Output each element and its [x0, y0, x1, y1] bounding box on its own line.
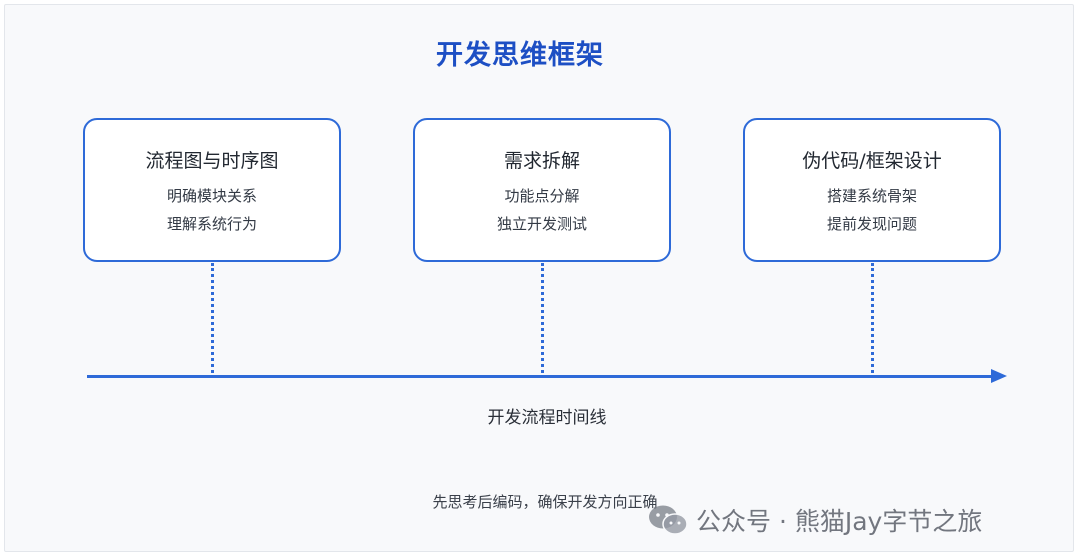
- stage-box-requirements: 需求拆解 功能点分解 独立开发测试: [413, 118, 671, 262]
- stage-box-pseudocode: 伪代码/框架设计 搭建系统骨架 提前发现问题: [743, 118, 1001, 262]
- connector-dashed-line: [541, 263, 544, 373]
- stage-detail: 功能点分解: [504, 187, 580, 205]
- connector-dashed-line: [211, 263, 214, 373]
- stage-heading: 需求拆解: [503, 150, 580, 172]
- stage-detail: 理解系统行为: [166, 215, 257, 233]
- timeline-arrowhead-icon: [991, 369, 1007, 383]
- stage-heading: 流程图与时序图: [145, 150, 279, 172]
- watermark-text: 公众号 · 熊猫Jay字节之旅: [696, 507, 983, 536]
- timeline-label: 开发流程时间线: [487, 408, 607, 428]
- timeline-axis: [87, 375, 993, 378]
- stage-detail: 独立开发测试: [496, 215, 587, 233]
- footer-note: 先思考后编码，确保开发方向正确: [432, 493, 658, 511]
- stage-detail: 提前发现问题: [826, 215, 917, 233]
- stage-detail: 搭建系统骨架: [826, 187, 917, 205]
- wechat-icon: [649, 505, 688, 535]
- watermark: 公众号 · 熊猫Jay字节之旅: [648, 502, 982, 538]
- stage-heading: 伪代码/框架设计: [802, 150, 942, 172]
- stage-box-flowchart: 流程图与时序图 明确模块关系 理解系统行为: [83, 118, 341, 262]
- diagram-canvas: 开发思维框架 流程图与时序图 明确模块关系 理解系统行为 需求拆解 功能点分解 …: [4, 4, 1074, 552]
- stage-detail: 明确模块关系: [166, 187, 257, 205]
- connector-dashed-line: [871, 263, 874, 373]
- diagram-title: 开发思维框架: [436, 40, 604, 71]
